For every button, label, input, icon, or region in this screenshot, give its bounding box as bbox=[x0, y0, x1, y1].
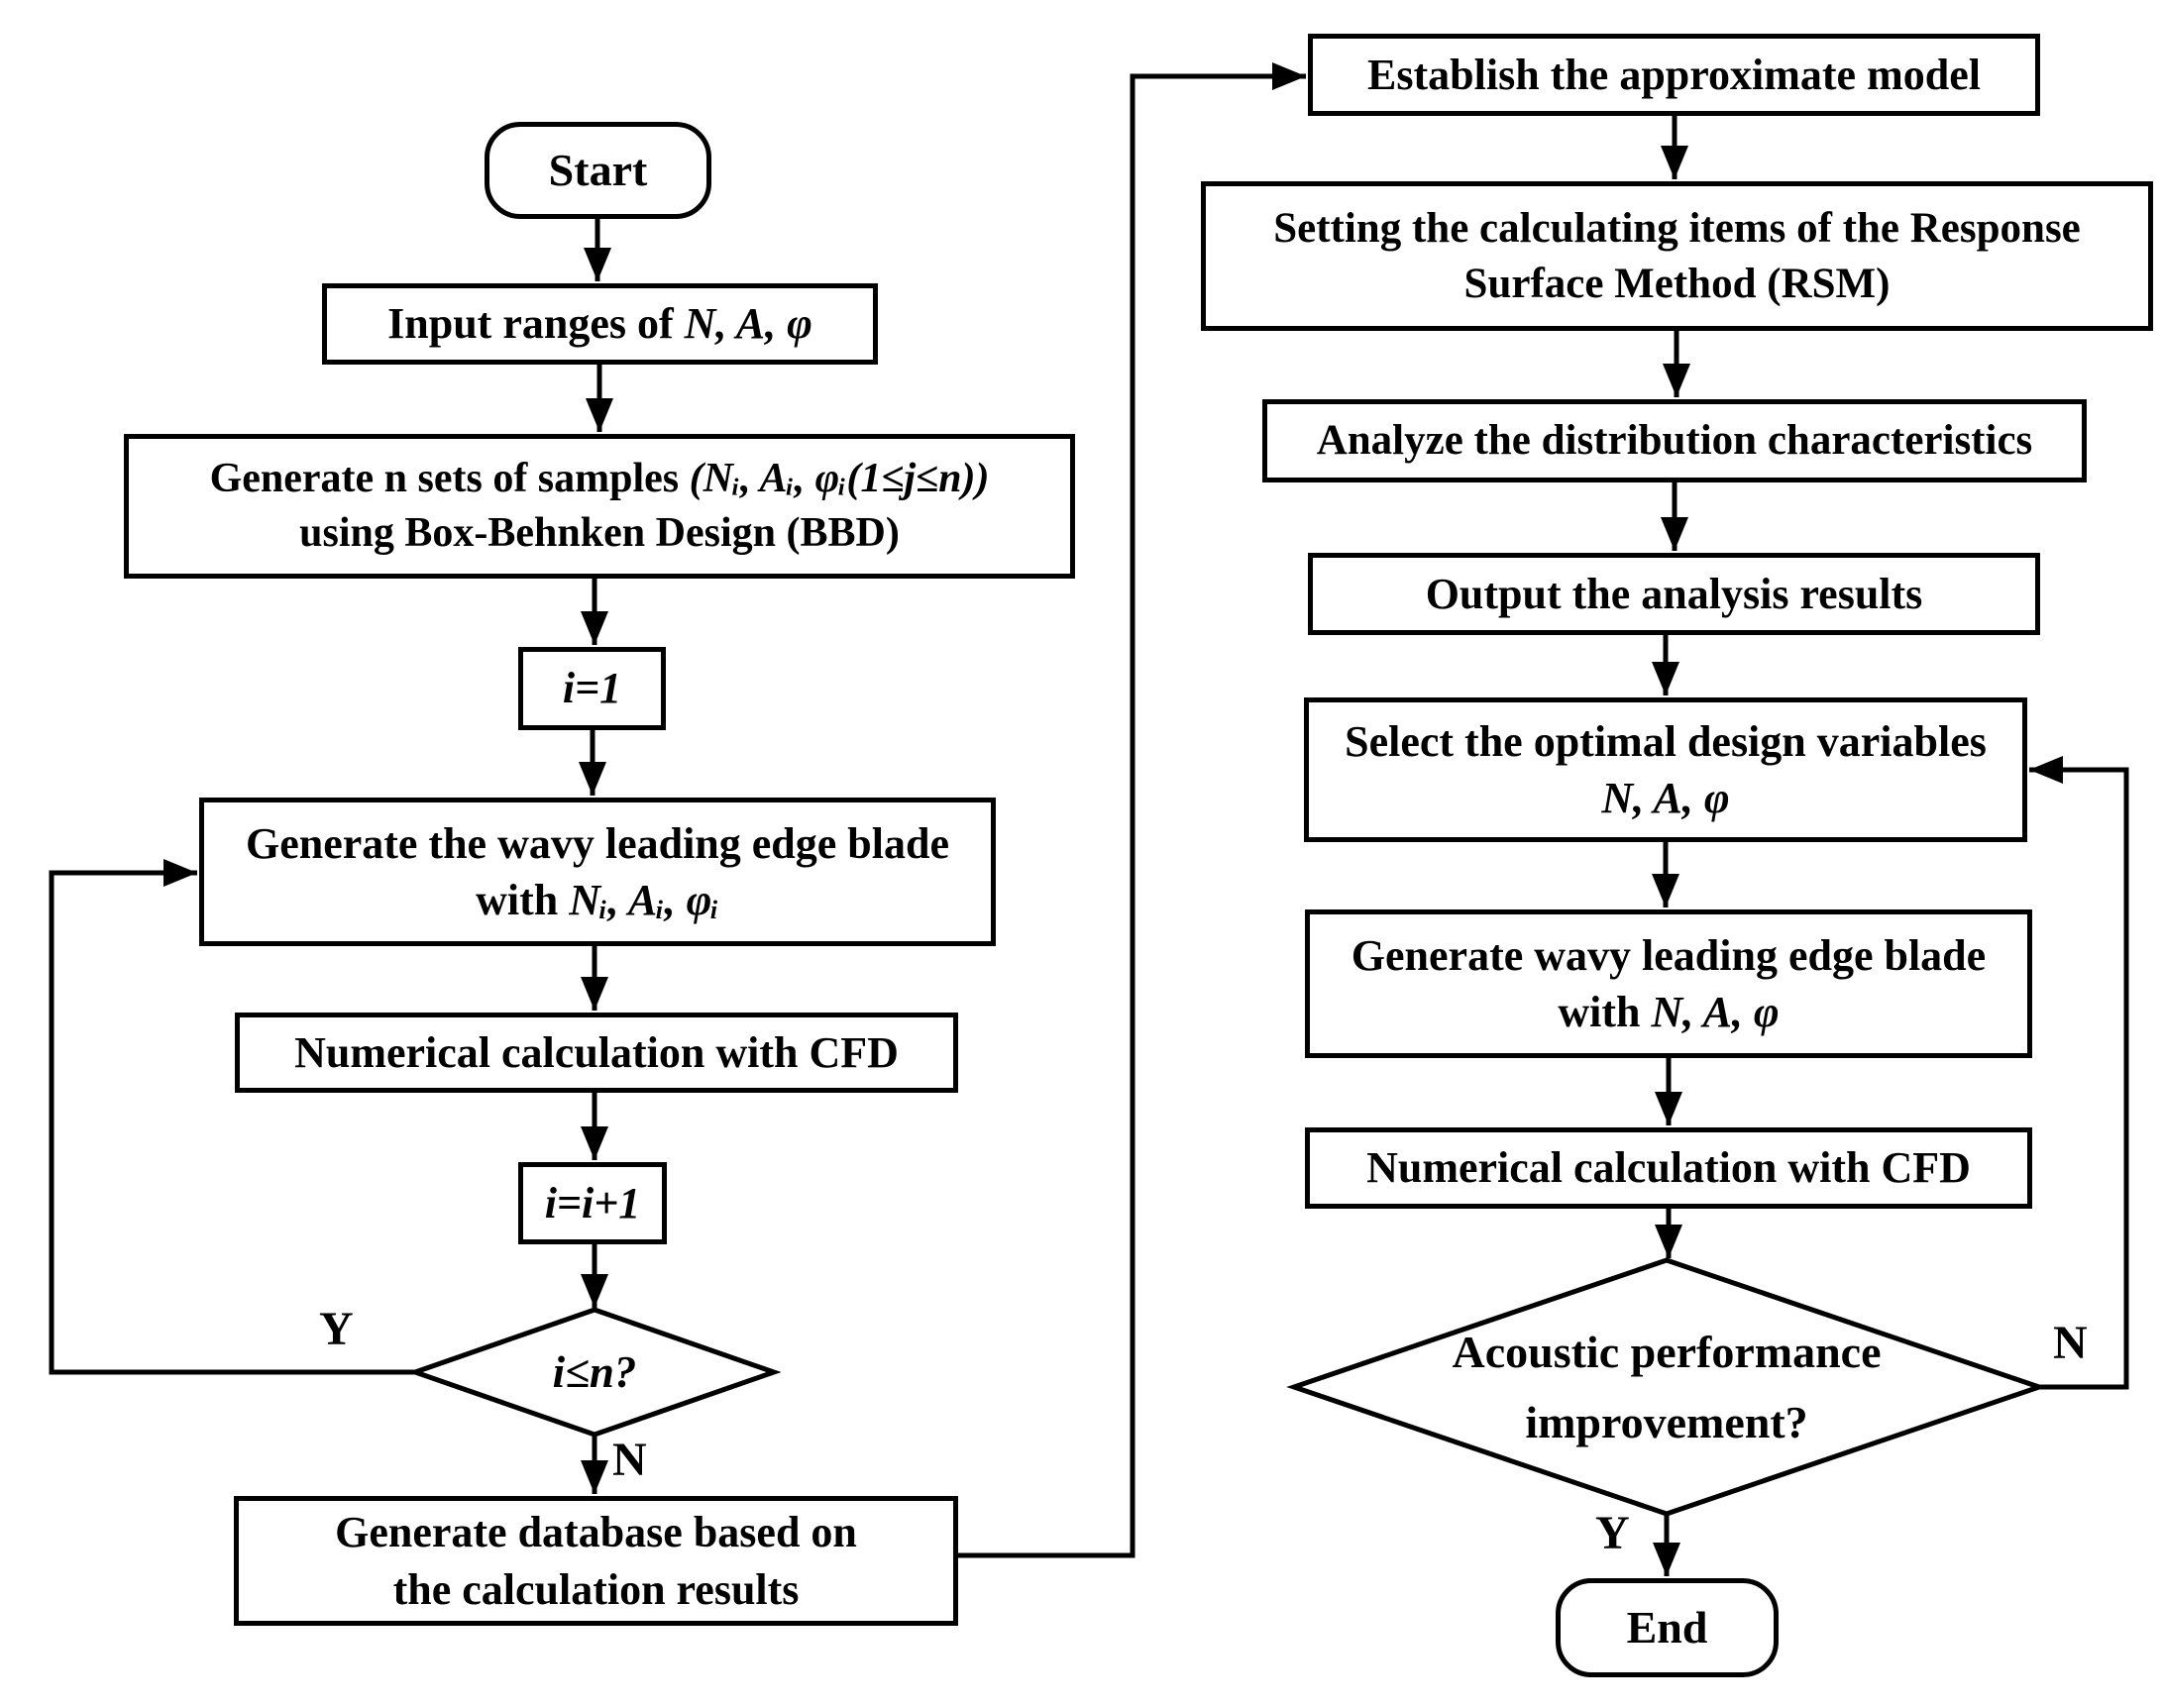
connector-database-establish bbox=[958, 62, 1306, 1558]
start-node: Start bbox=[485, 122, 711, 219]
loop-branch-yes-label: Y bbox=[319, 1303, 354, 1355]
generate-wavy-blade-left-node: Generate the wavy leading edge blade wit… bbox=[199, 798, 996, 946]
iterator-init-node: i=1 bbox=[518, 647, 666, 730]
input-ranges-node: Input ranges of N, A, φ bbox=[322, 283, 878, 365]
cfd-left-label: Numerical calculation with CFD bbox=[294, 1027, 899, 1077]
establish-model-node: Establish the approximate model bbox=[1308, 34, 2040, 116]
generate-wavy-blade-right-node: Generate wavy leading edge blade with N,… bbox=[1305, 909, 2032, 1058]
cfd-right-label: Numerical calculation with CFD bbox=[1366, 1143, 1971, 1193]
generate-database-node: Generate database based on the calculati… bbox=[234, 1496, 958, 1626]
start-label: Start bbox=[548, 145, 648, 196]
loop-decision-label: i≤n? bbox=[552, 1347, 637, 1397]
generate-samples-line2: using Box-Behnken Design (BBD) bbox=[299, 510, 900, 556]
generate-wavy-left-line2: with Nᵢ, Aᵢ, φᵢ bbox=[476, 876, 719, 924]
rsm-setting-node: Setting the calculating items of the Res… bbox=[1201, 181, 2153, 331]
generate-database-line1: Generate database based on bbox=[335, 1508, 857, 1557]
generate-wavy-left-line1: Generate the wavy leading edge blade bbox=[245, 818, 950, 868]
acoustic-decision-diamond bbox=[1286, 1257, 2047, 1517]
loop-decision-diamond bbox=[407, 1307, 782, 1438]
rsm-setting-line1: Setting the calculating items of the Res… bbox=[1273, 204, 2081, 252]
connector-loop-back-y bbox=[49, 859, 415, 1375]
rsm-setting-line2: Surface Method (RSM) bbox=[1463, 260, 1891, 307]
select-variables-node: Select the optimal design variables N, A… bbox=[1304, 697, 2027, 842]
output-results-label: Output the analysis results bbox=[1425, 569, 1923, 618]
loop-branch-no-label: N bbox=[612, 1434, 647, 1486]
acoustic-decision-line2: improvement? bbox=[1525, 1397, 1808, 1447]
end-node: End bbox=[1556, 1578, 1779, 1677]
acoustic-decision-line1: Acoustic performance bbox=[1452, 1326, 1882, 1377]
iterator-init-label: i=1 bbox=[562, 664, 622, 713]
analyze-distribution-node: Analyze the distribution characteristics bbox=[1262, 399, 2087, 482]
generate-samples-node: Generate n sets of samples (Nᵢ, Aᵢ, φᵢ(1… bbox=[124, 434, 1075, 579]
select-variables-line2: N, A, φ bbox=[1601, 774, 1730, 822]
iterator-increment-node: i=i+1 bbox=[518, 1162, 667, 1244]
connector-loop-back-n bbox=[2029, 756, 2129, 1390]
input-ranges-label: Input ranges of N, A, φ bbox=[387, 299, 812, 349]
generate-database-line2: the calculation results bbox=[392, 1564, 800, 1614]
acoustic-branch-yes-label: Y bbox=[1595, 1507, 1630, 1559]
iterator-increment-label: i=i+1 bbox=[544, 1178, 641, 1228]
acoustic-branch-no-label: N bbox=[2053, 1317, 2088, 1369]
generate-wavy-right-line2: with N, A, φ bbox=[1558, 988, 1780, 1036]
acoustic-decision-label: Acoustic performance improvement? bbox=[1369, 1300, 1964, 1474]
cfd-calculation-left-node: Numerical calculation with CFD bbox=[235, 1013, 958, 1093]
generate-wavy-right-line1: Generate wavy leading edge blade bbox=[1351, 930, 1987, 980]
output-results-node: Output the analysis results bbox=[1308, 553, 2040, 635]
establish-model-label: Establish the approximate model bbox=[1367, 50, 1981, 99]
analyze-distribution-label: Analyze the distribution characteristics bbox=[1316, 417, 2033, 465]
generate-samples-line1: Generate n sets of samples (Nᵢ, Aᵢ, φᵢ(1… bbox=[209, 456, 990, 502]
select-variables-line1: Select the optimal design variables bbox=[1345, 716, 1987, 766]
cfd-calculation-right-node: Numerical calculation with CFD bbox=[1305, 1127, 2032, 1209]
end-label: End bbox=[1626, 1602, 1708, 1654]
